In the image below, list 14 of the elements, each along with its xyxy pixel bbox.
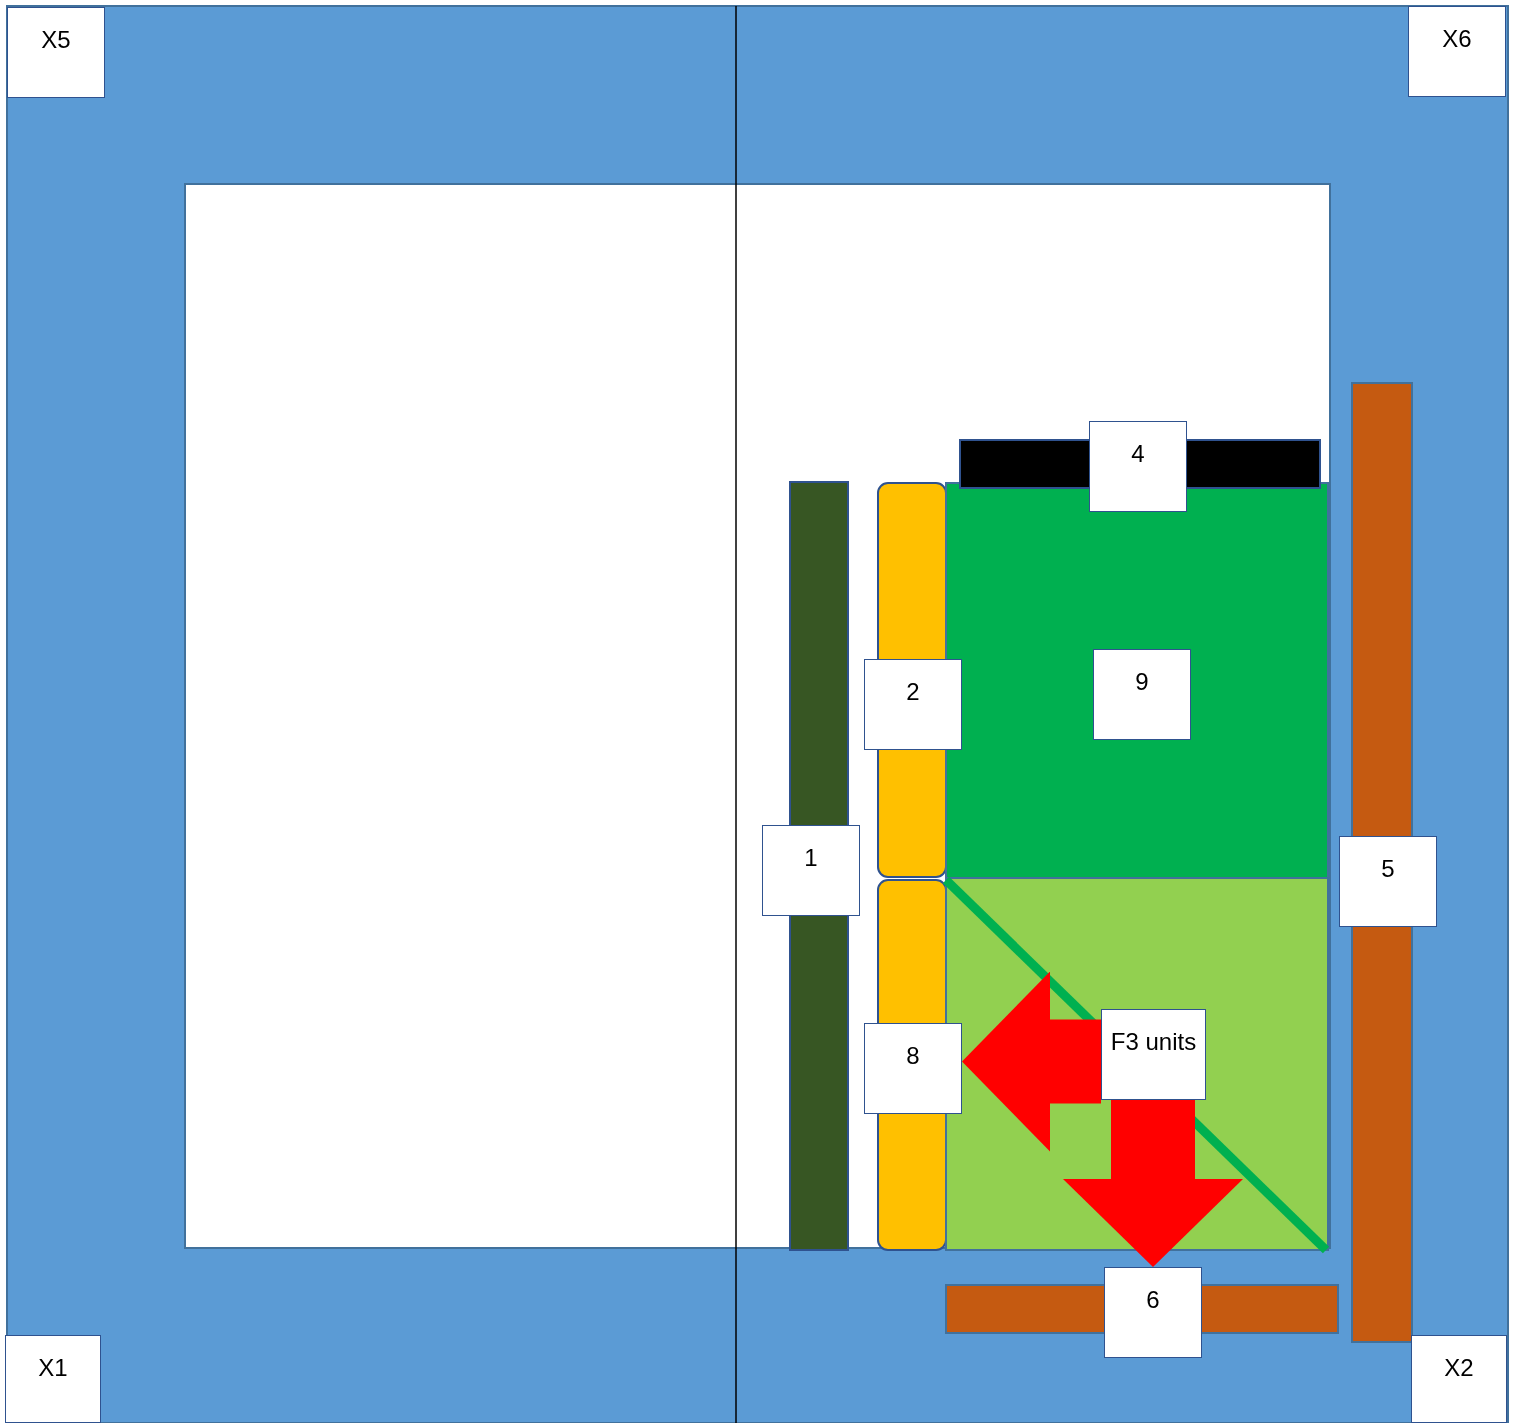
callout-box: 1 [762,825,860,916]
callout-box: 8 [864,1023,962,1114]
callout-box: X5 [7,7,105,98]
callout-box: 4 [1089,421,1187,512]
arrow [1063,1100,1243,1267]
arrow [962,971,1101,1152]
callout-box: X2 [1411,1335,1507,1423]
callout-box: F3 units [1101,1009,1206,1100]
callout-box: 6 [1104,1267,1202,1358]
callout-box: 9 [1093,649,1191,740]
callout-box: 5 [1339,836,1437,927]
callout-box: X1 [5,1335,101,1423]
callout-box: 2 [864,659,962,750]
callout-box: X6 [1408,6,1506,97]
